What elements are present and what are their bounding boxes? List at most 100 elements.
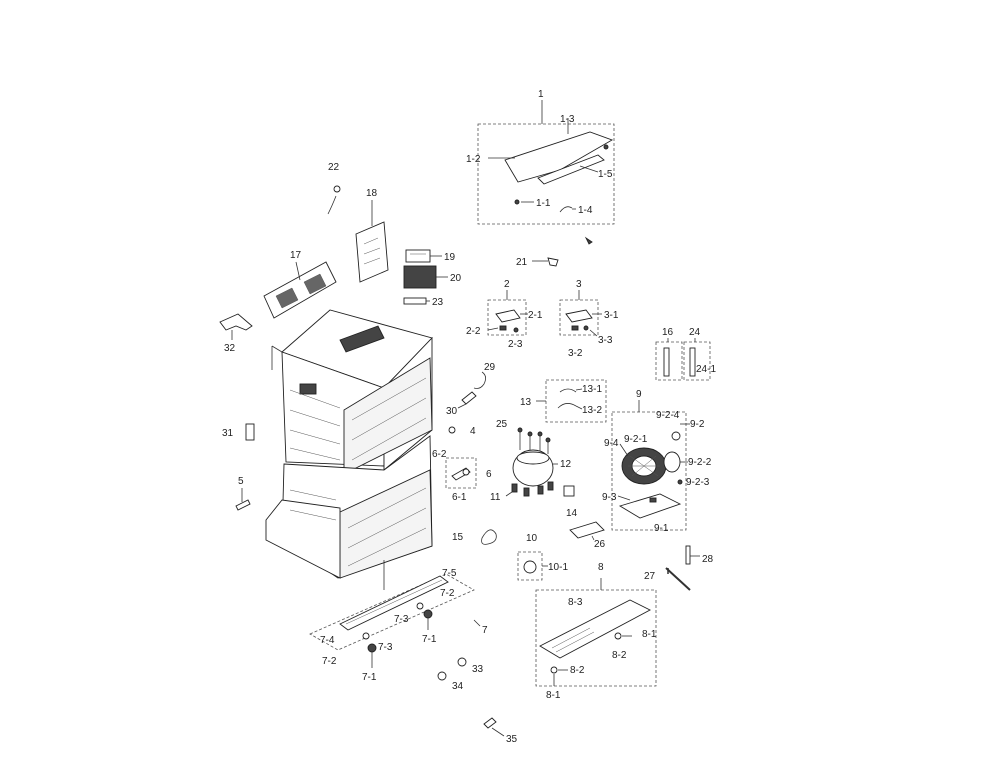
label-1-1: 1-1 [536,198,551,209]
cabinet-ribs [289,377,427,567]
label-8-1-right: 8-1 [642,629,657,640]
group-7-lower-rail [309,573,481,668]
label-6-2: 6-2 [432,449,447,460]
label-24: 24 [689,327,701,338]
label-1-2: 1-2 [466,154,481,165]
label-17: 17 [290,250,302,261]
label-35: 35 [506,734,518,745]
small-fastener [584,236,593,245]
label-8: 8 [598,562,604,573]
label-24-1: 24-1 [696,364,716,375]
label-27: 27 [644,571,656,582]
label-8-3: 8-3 [568,597,583,608]
label-13-1: 13-1 [582,384,602,395]
cover-bracket [504,131,614,183]
part-34 [437,671,447,681]
part-33 [457,657,467,667]
base-plate [539,599,651,659]
label-18: 18 [366,188,378,199]
label-16: 16 [662,327,674,338]
label-33: 33 [472,664,484,675]
label-13-2: 13-2 [582,405,602,416]
label-4: 4 [470,426,476,437]
part-31 [245,423,255,441]
part-22 [327,185,341,215]
label-9-4: 9-4 [604,438,619,449]
label-26: 26 [594,539,606,550]
label-3-3: 3-3 [598,335,613,346]
label-7-4: 7-4 [320,635,335,646]
label-34: 34 [452,681,464,692]
label-1-5: 1-5 [598,169,613,180]
label-7-3-top: 7-3 [394,614,409,625]
label-15: 15 [452,532,464,543]
cover-rail [537,154,605,185]
label-30: 30 [446,406,458,417]
label-6-1: 6-1 [452,492,467,503]
part-32 [219,313,253,340]
label-21: 21 [516,257,528,268]
label-2-1: 2-1 [528,310,543,321]
label-10-1: 10-1 [548,562,568,573]
label-2: 2 [504,279,510,290]
callout-labels: 1 1-3 1-2 1-5 1-1 1-4 21 2 2-1 2-2 2-3 3… [222,89,716,745]
part-10 [517,551,548,581]
group-2-box [487,299,527,336]
label-11: 11 [490,492,501,503]
label-9-1: 9-1 [654,523,669,534]
part-16 [655,338,683,381]
label-25: 25 [496,419,508,430]
label-9-2: 9-2 [690,419,705,430]
group-3-box [559,299,599,336]
screw-icon [514,199,520,205]
label-3-2: 3-2 [568,348,583,359]
part-24 [683,338,711,381]
group-13 [536,379,607,423]
label-31: 31 [222,428,234,439]
label-23: 23 [432,297,444,308]
part-15 [481,529,497,545]
label-7-2-bottom: 7-2 [322,656,337,667]
part-17 [263,261,337,319]
part-27-28 [665,545,700,591]
label-9-2-2: 9-2-2 [688,457,712,468]
part-6 [445,457,477,489]
label-7-3-bottom: 7-3 [378,642,393,653]
part-21 [532,257,559,267]
fan-shroud [618,493,682,519]
refrigerator-cabinet [265,309,433,590]
label-1-3: 1-3 [560,114,575,125]
label-28: 28 [702,554,714,565]
compressor [505,427,558,497]
label-8-1-left: 8-1 [546,690,561,701]
group-2-hinge [487,290,528,336]
label-19: 19 [444,252,456,263]
part-5 [235,488,251,511]
label-8-2-left: 8-2 [570,665,585,676]
group-8-base-plate [535,578,657,687]
part-19-20-23 [403,249,448,305]
part-14 [563,485,575,497]
label-7: 7 [482,625,488,636]
part-26 [569,521,605,541]
label-32: 32 [224,343,236,354]
group-1-top-cover [477,100,615,225]
group-3-hinge [559,290,602,337]
label-13: 13 [520,397,532,408]
label-8-2-right: 8-2 [612,650,627,661]
label-2-2: 2-2 [466,326,481,337]
clip-icon [559,206,573,213]
label-9-2-1: 9-2-1 [624,434,648,445]
part-35 [483,717,497,729]
label-1-4: 1-4 [578,205,593,216]
part-4 [448,426,456,434]
label-10: 10 [526,533,538,544]
screw-icon [603,144,609,150]
label-29: 29 [484,362,496,373]
label-9-2-4: 9-2-4 [656,410,680,421]
label-7-1-top: 7-1 [422,634,437,645]
label-5: 5 [238,476,244,487]
group-1-box [477,123,615,225]
group-9-fan-assembly [611,400,690,531]
